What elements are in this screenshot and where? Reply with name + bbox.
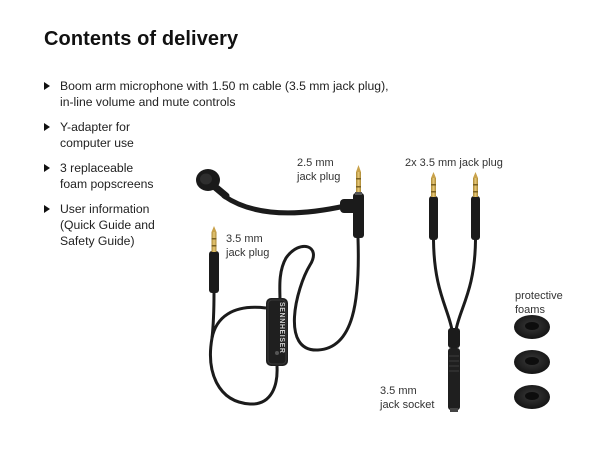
y-adapter — [429, 172, 480, 412]
protective-foams — [514, 315, 550, 409]
mic-capsule-icon — [196, 169, 230, 200]
label-3-5mm-plug: 3.5 mm jack plug — [226, 233, 270, 259]
foam-popscreen-icon — [514, 350, 550, 374]
triangle-bullet-icon — [44, 123, 50, 131]
contents-list: Boom arm microphone with 1.50 m cable (3… — [44, 78, 389, 249]
plug-3-5mm-icon — [209, 226, 219, 293]
foam-popscreen-icon — [514, 385, 550, 409]
triangle-bullet-icon — [44, 164, 50, 172]
boom-microphone: SENNHEISER — [196, 165, 364, 406]
list-item: Y-adapter for computer use — [44, 119, 389, 151]
list-item: User information (Quick Guide and Safety… — [44, 201, 389, 249]
brand-logo-text: SENNHEISER — [278, 302, 285, 354]
y-adapter-plug-right-icon — [471, 172, 480, 240]
y-adapter-plug-left-icon — [429, 172, 438, 240]
label-protective-foams: protective foams — [515, 290, 563, 316]
page-title: Contents of delivery — [44, 28, 239, 50]
label-2x-3-5mm-plug: 2x 3.5 mm jack plug — [405, 157, 503, 169]
label-2-5mm-plug: 2.5 mm jack plug — [297, 157, 341, 183]
list-item: 3 replaceable foam popscreens — [44, 160, 389, 192]
inline-volume-mute-control: SENNHEISER — [266, 298, 288, 366]
triangle-bullet-icon — [44, 82, 50, 90]
list-item: Boom arm microphone with 1.50 m cable (3… — [44, 78, 389, 110]
label-3-5mm-socket: 3.5 mm jack socket — [380, 385, 435, 411]
jack-socket-icon — [448, 328, 460, 412]
foam-popscreen-icon — [514, 315, 550, 339]
triangle-bullet-icon — [44, 205, 50, 213]
plug-2-5mm-icon — [353, 165, 364, 238]
